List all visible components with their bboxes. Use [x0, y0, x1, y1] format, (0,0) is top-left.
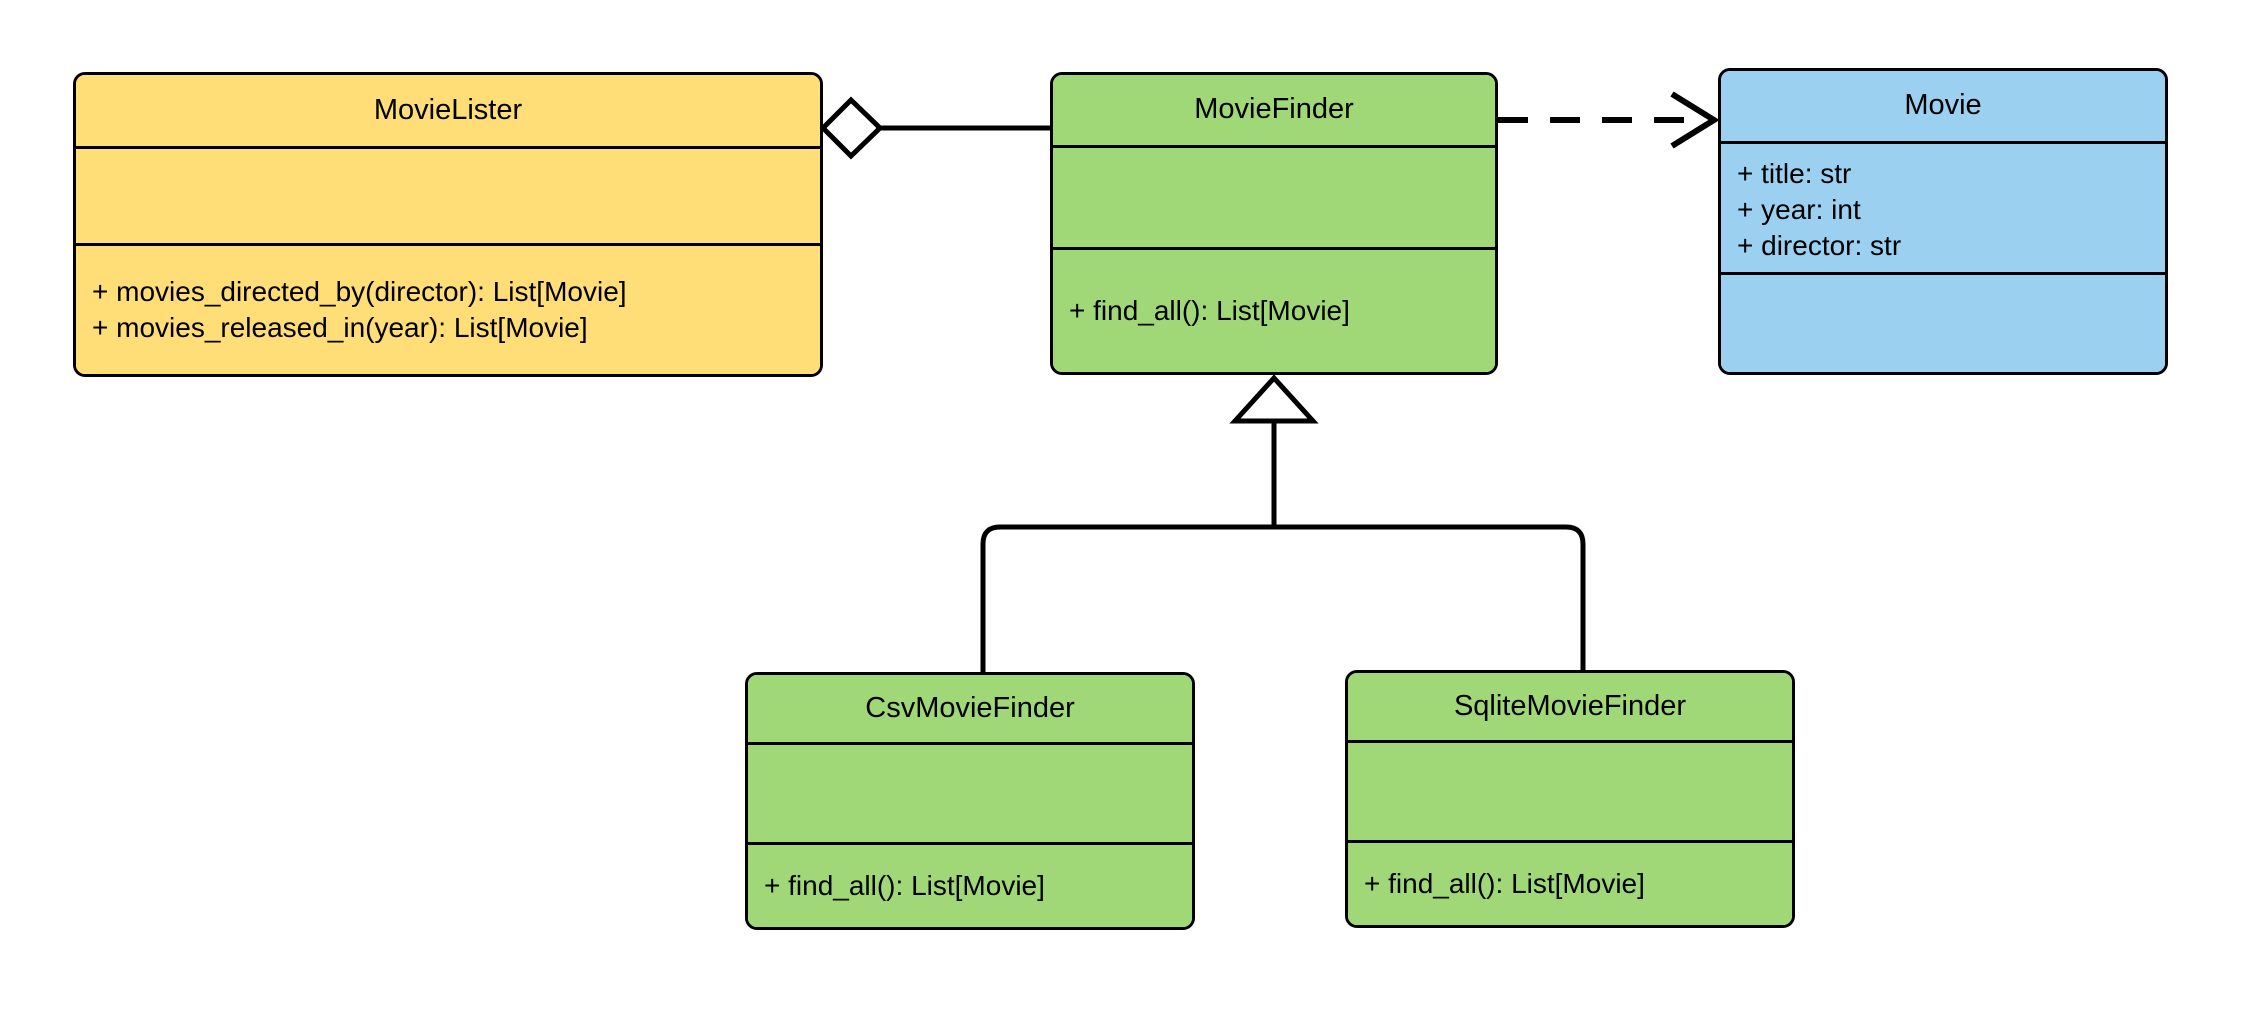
generalization-branch-csv [980, 524, 1274, 672]
class-name-label: MovieFinder [1194, 93, 1354, 126]
class-title-compartment: MovieFinder [1053, 75, 1495, 148]
open-arrowhead-icon [1670, 91, 1720, 149]
relationship-generalization-subclasses-moviefinder[interactable] [980, 374, 1586, 672]
relationship-aggregation-movielister-moviefinder[interactable] [819, 96, 1050, 160]
class-operations-compartment [1721, 275, 2165, 372]
class-name-label: SqliteMovieFinder [1453, 689, 1687, 722]
hollow-triangle-icon [1229, 374, 1319, 424]
class-attributes-compartment: + title: str + year: int + director: str [1721, 144, 2165, 275]
class-operations-compartment: + find_all(): List[Movie] [1053, 250, 1495, 372]
operation-item: + movies_released_in(year): List[Movie] [92, 312, 588, 343]
class-name-label: MovieLister [373, 93, 523, 126]
class-box-movie[interactable]: Movie + title: str + year: int + directo… [1718, 68, 2168, 375]
class-box-sqlitemoviefinder[interactable]: SqliteMovieFinder + find_all(): List[Mov… [1345, 670, 1795, 928]
class-title-compartment: CsvMovieFinder [748, 675, 1192, 745]
class-attributes-compartment [1348, 743, 1792, 843]
class-attributes-compartment [748, 745, 1192, 845]
class-name-label: Movie [1904, 89, 1982, 122]
operation-item: + find_all(): List[Movie] [1364, 868, 1645, 900]
class-title-compartment: Movie [1721, 71, 2165, 144]
class-box-moviefinder[interactable]: MovieFinder + find_all(): List[Movie] [1050, 72, 1498, 375]
operation-item: + find_all(): List[Movie] [1069, 295, 1350, 327]
operation-item: + find_all(): List[Movie] [764, 870, 1045, 902]
attribute-item: + director: str [1737, 229, 1902, 261]
class-operations-compartment: + movies_directed_by(director): List[Mov… [76, 246, 820, 374]
class-title-compartment: SqliteMovieFinder [1348, 673, 1792, 743]
relationship-dependency-moviefinder-movie[interactable] [1498, 91, 1720, 149]
operation-item: + movies_directed_by(director): List[Mov… [92, 276, 627, 308]
class-operations-compartment: + find_all(): List[Movie] [1348, 843, 1792, 925]
class-box-movielister[interactable]: MovieLister + movies_directed_by(directo… [73, 72, 823, 377]
generalization-branch-sqlite [1274, 524, 1586, 670]
class-name-label: CsvMovieFinder [865, 691, 1075, 724]
attribute-item: + title: str [1737, 158, 1852, 189]
class-box-csvmoviefinder[interactable]: CsvMovieFinder + find_all(): List[Movie] [745, 672, 1195, 930]
hollow-diamond-icon [819, 96, 884, 160]
class-attributes-compartment [1053, 148, 1495, 250]
class-title-compartment: MovieLister [76, 75, 820, 149]
class-attributes-compartment [76, 149, 820, 246]
attribute-item: + year: int [1737, 193, 1861, 225]
class-operations-compartment: + find_all(): List[Movie] [748, 845, 1192, 927]
